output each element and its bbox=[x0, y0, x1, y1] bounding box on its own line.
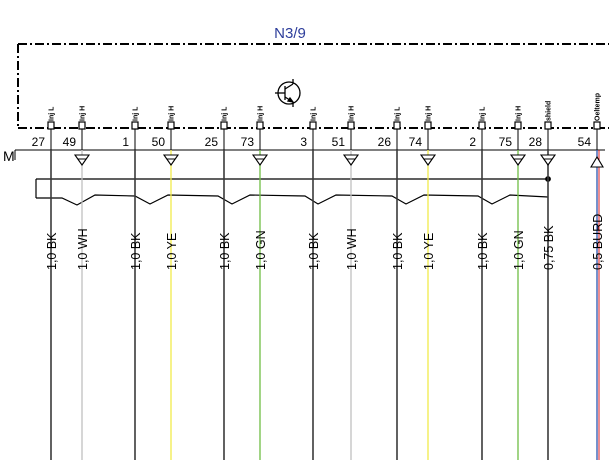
pin-54: Oeltemp 54 0,5 BURD bbox=[578, 93, 605, 460]
pin-terminal bbox=[544, 121, 552, 130]
wire-label: 1,0 BK bbox=[45, 232, 59, 270]
twist-triangle-icon bbox=[509, 154, 527, 166]
pin-50: Inj H 50 1,0 YE bbox=[152, 106, 180, 460]
twist-triangle-icon bbox=[539, 154, 557, 166]
wire-label: 1,0 WH bbox=[76, 228, 90, 270]
pin-function-label: Inj L bbox=[480, 106, 487, 121]
pin-terminal bbox=[424, 121, 432, 130]
connector-block bbox=[14, 149, 605, 160]
pin-49: Inj H 49 1,0 WH bbox=[63, 106, 91, 460]
pin-number: 51 bbox=[332, 135, 346, 149]
pin-function-label: Inj H bbox=[258, 106, 265, 121]
pin-number: 3 bbox=[300, 135, 307, 149]
pin-function-label: Inj H bbox=[426, 106, 433, 121]
pin-terminal bbox=[78, 121, 86, 130]
pin-number: 26 bbox=[378, 135, 392, 149]
wire-label: 0,75 BK bbox=[542, 225, 556, 270]
wire-label: 1,0 BK bbox=[476, 232, 490, 270]
pin-function-label: Inj L bbox=[133, 106, 140, 121]
pin-terminal bbox=[220, 121, 228, 130]
pin-number: 73 bbox=[241, 135, 255, 149]
pin-number: 2 bbox=[469, 135, 476, 149]
pin-function-label: Inj L bbox=[395, 106, 402, 121]
module-title: N3/9 bbox=[274, 25, 306, 42]
wire-label: 1,0 GN bbox=[254, 230, 268, 270]
pin-51: Inj H 51 1,0 WH bbox=[332, 106, 360, 460]
pin-74: Inj H 74 1,0 YE bbox=[409, 106, 437, 460]
pin-function-label: Inj H bbox=[169, 106, 176, 121]
wire-label: 0,5 BURD bbox=[591, 214, 605, 270]
twist-triangle-icon bbox=[342, 154, 360, 166]
pin-terminal bbox=[256, 121, 264, 130]
pin-number: 25 bbox=[205, 135, 219, 149]
pin-number: 49 bbox=[63, 135, 77, 149]
pin-number: 50 bbox=[152, 135, 166, 149]
pin-number: 27 bbox=[32, 135, 46, 149]
pin-terminal bbox=[347, 121, 355, 130]
wire-label: 1,0 BK bbox=[391, 232, 405, 270]
wire-label: 1,0 BK bbox=[307, 232, 321, 270]
pin-number: 28 bbox=[529, 135, 543, 149]
shield-triangle-icon bbox=[590, 155, 604, 168]
pin-number: 75 bbox=[499, 135, 513, 149]
pin-number: 54 bbox=[578, 135, 592, 149]
pin-terminal bbox=[593, 121, 601, 130]
connector-label: M bbox=[3, 148, 15, 164]
pin-26: Inj L 26 1,0 BK bbox=[378, 106, 405, 460]
transistor-icon bbox=[275, 79, 301, 107]
twist-triangle-icon bbox=[419, 154, 437, 166]
pin-27: Inj L 27 1,0 BK bbox=[32, 106, 59, 460]
twist-triangle-icon bbox=[73, 154, 91, 166]
wire-label: 1,0 GN bbox=[512, 230, 526, 270]
pin-function-label: shield bbox=[546, 101, 553, 121]
wire-label: 1,0 BK bbox=[129, 232, 143, 270]
pin-73: Inj H 73 1,0 GN bbox=[241, 106, 269, 460]
pin-terminal bbox=[131, 121, 139, 130]
pin-number: 1 bbox=[122, 135, 129, 149]
pin-1: Inj L 1 1,0 BK bbox=[122, 106, 143, 460]
pin-28: shield 28 0,75 BK bbox=[529, 101, 557, 460]
pin-terminal bbox=[393, 121, 401, 130]
pin-function-label: Inj L bbox=[49, 106, 56, 121]
pin-function-label: Oeltemp bbox=[595, 93, 602, 121]
pin-terminal bbox=[309, 121, 317, 130]
pin-function-label: Inj L bbox=[311, 106, 318, 121]
wire-label: 1,0 YE bbox=[165, 233, 179, 270]
wire-label: 1,0 BK bbox=[218, 232, 232, 270]
pin-function-label: Inj H bbox=[80, 106, 87, 121]
pin-2: Inj L 2 1,0 BK bbox=[469, 106, 490, 460]
pin-terminal bbox=[478, 121, 486, 130]
pin-75: Inj H 75 1,0 GN bbox=[499, 106, 527, 460]
harness-bundle bbox=[35, 176, 551, 206]
pin-terminal bbox=[47, 121, 55, 130]
pin-number: 74 bbox=[409, 135, 423, 149]
pin-terminal bbox=[167, 121, 175, 130]
pin-function-label: Inj H bbox=[349, 106, 356, 121]
pin-3: Inj L 3 1,0 BK bbox=[300, 106, 321, 460]
pin-function-label: Inj H bbox=[516, 106, 523, 121]
wire-label: 1,0 WH bbox=[345, 228, 359, 270]
twist-triangle-icon bbox=[162, 154, 180, 166]
wire-label: 1,0 YE bbox=[422, 233, 436, 270]
pin-25: Inj L 25 1,0 BK bbox=[205, 106, 232, 460]
pin-terminal bbox=[514, 121, 522, 130]
pin-function-label: Inj L bbox=[222, 106, 229, 121]
twist-triangle-icon bbox=[251, 154, 269, 166]
